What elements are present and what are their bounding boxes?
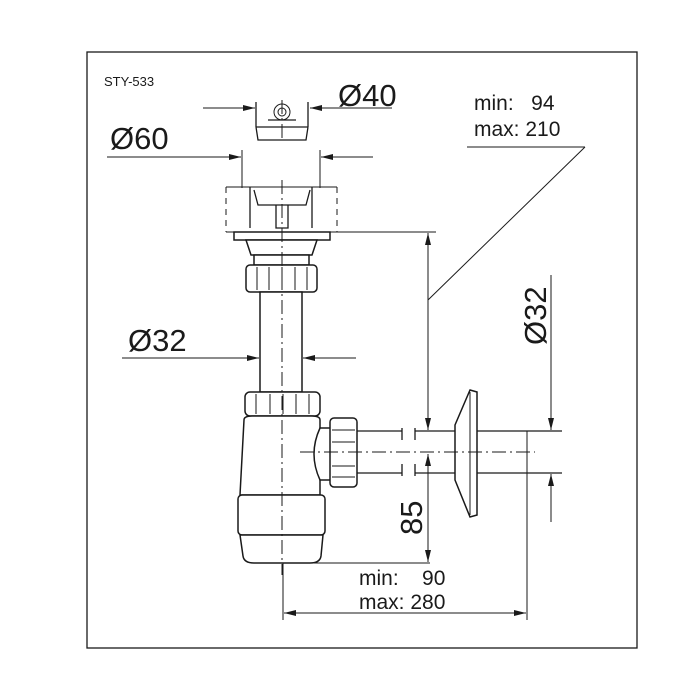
- dimension-flange: Ø60: [107, 121, 373, 188]
- svg-text:Ø60: Ø60: [110, 121, 169, 156]
- svg-text:max: 280: max: 280: [359, 591, 445, 614]
- svg-text:Ø32: Ø32: [518, 286, 553, 345]
- dimension-outlet: Ø32: [518, 275, 554, 522]
- strainer: [255, 100, 309, 142]
- vertical-pipe: [259, 291, 303, 393]
- svg-text:min: 90: min: 90: [359, 567, 445, 590]
- outlet-pipe: [300, 389, 562, 518]
- bottle-trap: [237, 391, 358, 564]
- dimension-strainer: Ø40: [203, 78, 397, 113]
- dimension-length: min: 90 max: 280: [282, 431, 528, 620]
- dimension-pipe: Ø32: [122, 323, 356, 361]
- svg-text:min: 94: min: 94: [474, 92, 555, 115]
- dimension-height: 85 min: 94 max: 210: [300, 92, 586, 564]
- svg-text:max: 210: max: 210: [474, 118, 560, 141]
- svg-text:Ø40: Ø40: [338, 78, 397, 113]
- model-label: STY-533: [104, 74, 154, 89]
- drawing-frame: [86, 51, 638, 649]
- svg-text:85: 85: [394, 501, 429, 535]
- svg-text:Ø32: Ø32: [128, 323, 187, 358]
